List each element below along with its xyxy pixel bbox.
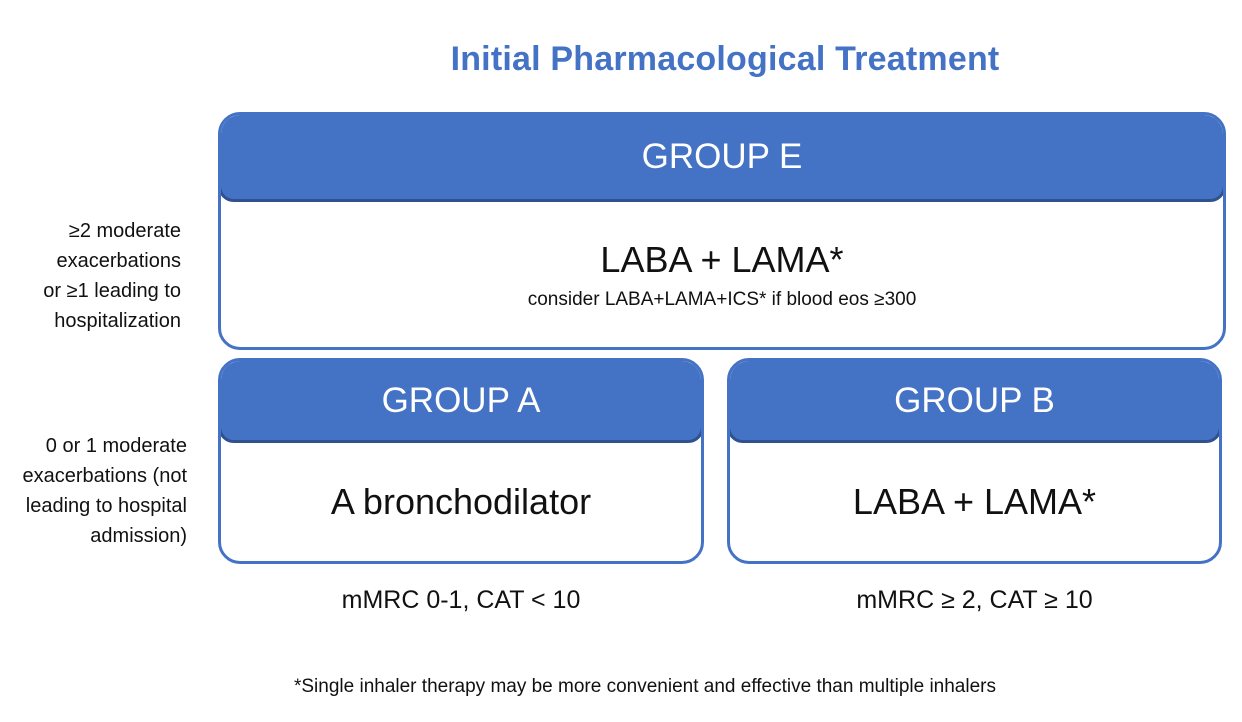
row-label-low-exacerbations: 0 or 1 moderate exacerbations (not leadi… (0, 431, 187, 551)
row-label-line: or ≥1 leading to (43, 280, 181, 302)
group-e-treatment: LABA + LAMA* (600, 238, 844, 280)
row-label-line: leading to hospital (25, 495, 187, 517)
group-a-label: GROUP A (381, 380, 541, 420)
group-b-label: GROUP B (894, 380, 1055, 420)
row-label-line: exacerbations (56, 250, 181, 272)
footnote: *Single inhaler therapy may be more conv… (293, 676, 996, 697)
row-label-line: 0 or 1 moderate (45, 435, 187, 457)
group-b-header: GROUP B (730, 361, 1219, 443)
row-label-line: ≥2 moderate (68, 220, 181, 242)
group-b-treatment: LABA + LAMA* (852, 481, 1097, 522)
row-label-line: admission) (90, 525, 187, 547)
group-a-box: GROUP A A bronchodilator (218, 358, 704, 564)
row-label-line: exacerbations (not (22, 465, 187, 487)
group-a-header: GROUP A (221, 361, 701, 443)
group-e-body: LABA + LAMA* consider LABA+LAMA+ICS* if … (221, 202, 1223, 347)
group-a-treatment: A bronchodilator (330, 481, 592, 522)
group-e-header: GROUP E (221, 115, 1223, 202)
group-e-label: GROUP E (641, 137, 803, 176)
row-label-high-exacerbations: ≥2 moderate exacerbations or ≥1 leading … (0, 216, 181, 336)
criteria-group-b: mMRC ≥ 2, CAT ≥ 10 (856, 586, 1093, 614)
group-a-body: A bronchodilator (221, 443, 701, 561)
group-e-box: GROUP E LABA + LAMA* consider LABA+LAMA+… (218, 112, 1226, 350)
group-b-body: LABA + LAMA* (730, 443, 1219, 561)
row-label-line: hospitalization (54, 310, 181, 332)
group-b-box: GROUP B LABA + LAMA* (727, 358, 1222, 564)
criteria-group-a: mMRC 0-1, CAT < 10 (341, 586, 581, 614)
diagram-title: Initial Pharmacological Treatment (450, 40, 1000, 78)
group-e-note: consider LABA+LAMA+ICS* if blood eos ≥30… (527, 288, 917, 310)
